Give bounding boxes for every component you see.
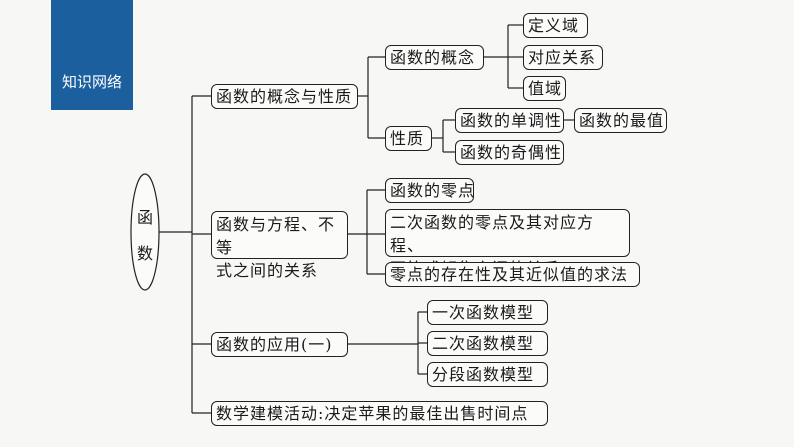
section-header-block: 知识网络 bbox=[51, 0, 133, 110]
node-properties: 性质 bbox=[385, 126, 432, 151]
root-char: 数 bbox=[136, 244, 153, 263]
node-monotonicity: 函数的单调性 bbox=[455, 108, 564, 133]
node-zero-existence: 零点的存在性及其近似值的求法 bbox=[385, 262, 640, 287]
node-domain: 定义域 bbox=[523, 13, 588, 38]
node-piecewise-model: 分段函数模型 bbox=[427, 362, 548, 387]
node-parity: 函数的奇偶性 bbox=[455, 140, 564, 165]
node-correspondence: 对应关系 bbox=[523, 45, 603, 70]
node-text-line: 函数与方程、不等 bbox=[216, 215, 336, 257]
node-function-applications: 函数的应用(一) bbox=[211, 332, 348, 357]
node-extrema: 函数的最值 bbox=[574, 108, 667, 133]
node-modeling-activity: 数学建模活动:决定苹果的最佳出售时间点 bbox=[211, 401, 548, 426]
node-function-equation-inequality: 函数与方程、不等 式之间的关系 bbox=[211, 211, 348, 280]
section-header-title: 知识网络 bbox=[61, 73, 122, 91]
node-text-line: 二次函数的零点及其对应方程、 bbox=[390, 213, 595, 255]
node-function-concept: 函数的概念 bbox=[385, 45, 484, 70]
root-char: 函 bbox=[136, 208, 153, 227]
node-concept-and-properties: 函数的概念与性质 bbox=[211, 84, 358, 109]
node-linear-model: 一次函数模型 bbox=[427, 300, 548, 325]
node-quadratic-model: 二次函数模型 bbox=[427, 331, 548, 356]
node-text-line: 式之间的关系 bbox=[216, 261, 319, 280]
root-node-label: 函 数 bbox=[131, 200, 159, 272]
node-quadratic-zeros: 二次函数的零点及其对应方程、 不等式解集之间的关系 bbox=[385, 209, 630, 278]
node-zeros: 函数的零点 bbox=[385, 178, 474, 203]
node-range: 值域 bbox=[523, 76, 566, 101]
